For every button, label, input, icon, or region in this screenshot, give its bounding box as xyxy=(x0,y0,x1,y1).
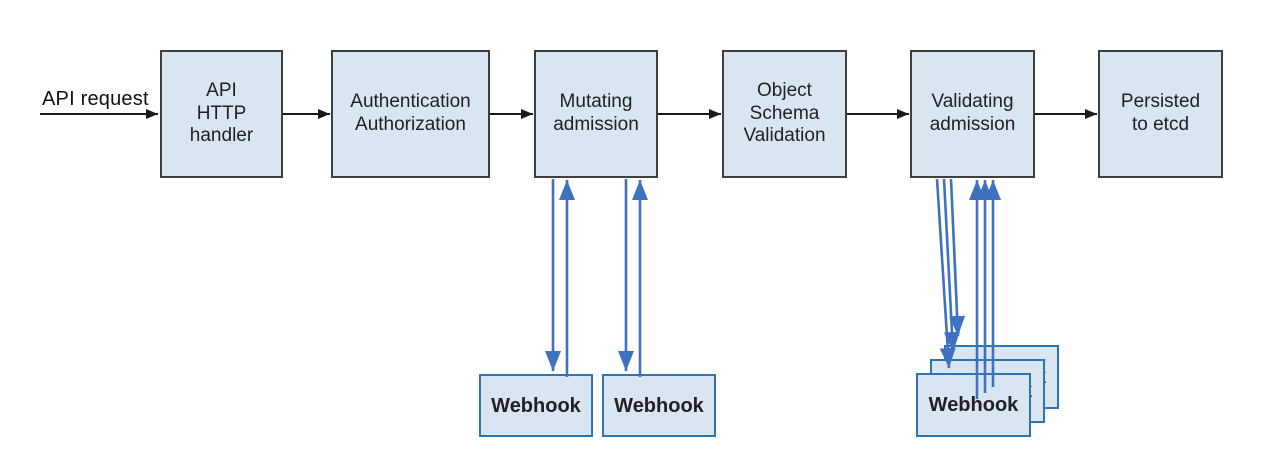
webhook-label: Webhook xyxy=(928,394,1019,416)
node-authentication-authorization: Authentication Authorization xyxy=(331,50,490,178)
node-label: API HTTP handler xyxy=(189,79,254,147)
arrow-validating-to-webhook-2 xyxy=(942,178,960,353)
node-label: Authentication Authorization xyxy=(350,91,471,135)
webhook-label: Webhook xyxy=(491,394,581,417)
api-request-label: API request xyxy=(42,88,149,110)
node-label: Persisted to etcd xyxy=(1120,91,1201,135)
webhook-validating-1: Webhook xyxy=(916,373,1031,437)
mutating-webhook-arrows xyxy=(545,179,648,377)
node-persisted-to-etcd: Persisted to etcd xyxy=(1098,50,1223,178)
node-api-http-handler: API HTTP handler xyxy=(160,50,283,178)
node-mutating-admission: Mutating admission xyxy=(534,50,658,178)
node-validating-admission: Validating admission xyxy=(910,50,1035,178)
webhook-label: Webhook xyxy=(614,394,704,417)
node-label: Validating admission xyxy=(929,91,1016,135)
webhook-mutating-1: Webhook xyxy=(479,374,593,437)
arrow-validating-to-webhook-3 xyxy=(949,178,966,337)
node-object-schema-validation: Object Schema Validation xyxy=(722,50,847,178)
webhook-mutating-2: Webhook xyxy=(602,374,716,437)
node-label: Object Schema Validation xyxy=(743,79,826,147)
node-label: Mutating admission xyxy=(553,91,639,135)
arrow-validating-to-webhook-1 xyxy=(935,178,956,369)
